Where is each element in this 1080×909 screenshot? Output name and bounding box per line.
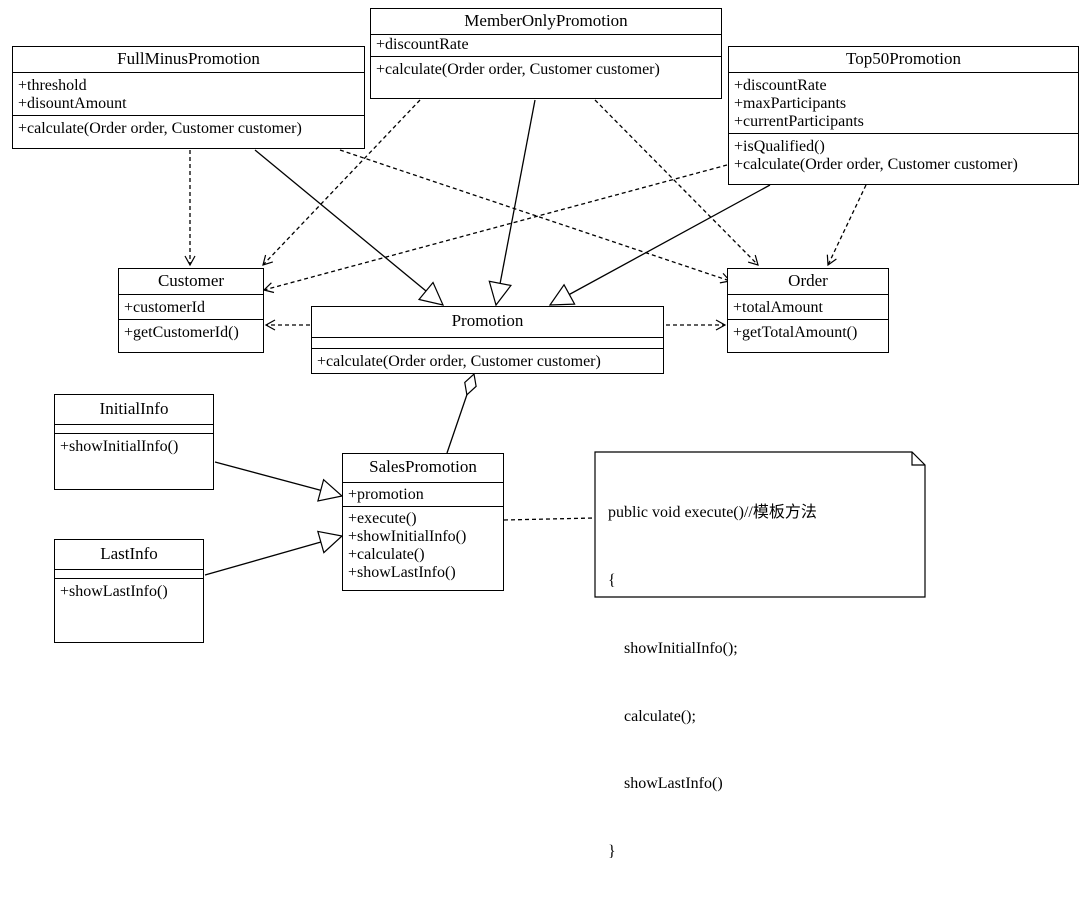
method: +isQualified() (734, 138, 825, 155)
class-methods: +calculate(Order order, Customer custome… (312, 349, 663, 373)
method: +showInitialInfo() (348, 528, 467, 545)
attribute: +promotion (348, 486, 424, 503)
class-name: Order (728, 269, 888, 295)
class-name: SalesPromotion (343, 454, 503, 483)
attribute: +discountRate (734, 77, 827, 94)
class-name: Top50Promotion (729, 47, 1078, 73)
class-lastinfo[interactable]: LastInfo +showLastInfo() (54, 539, 204, 643)
gen-memberonly-promotion (488, 99, 536, 307)
class-name: Customer (119, 269, 263, 295)
class-name: FullMinusPromotion (13, 47, 364, 73)
class-name: MemberOnlyPromotion (371, 9, 721, 35)
note-shape (594, 451, 926, 598)
class-methods: +execute() +showInitialInfo() +calculate… (343, 507, 503, 584)
note-line: showInitialInfo(); (608, 639, 738, 657)
agg-salespromotion-promotion (446, 374, 474, 454)
class-fullminuspromotion[interactable]: FullMinusPromotion +threshold +disountAm… (12, 46, 365, 149)
template-method-note[interactable]: public void execute()//模板方法 { showInitia… (594, 451, 926, 860)
class-methods: +getTotalAmount() (728, 320, 888, 344)
dep-top50-customer (262, 164, 728, 294)
class-attributes: +threshold +disountAmount (13, 73, 364, 116)
note-line: { (608, 571, 616, 589)
attribute: +threshold (18, 77, 87, 94)
relationship-lines (184, 99, 867, 576)
note-line: public void execute()//模板方法 (608, 504, 817, 522)
class-methods: +showInitialInfo() (55, 434, 213, 458)
note-line: calculate(); (608, 707, 696, 725)
dep-memberonly-customer (262, 99, 421, 266)
dep-memberonly-order (594, 99, 759, 266)
method: +showInitialInfo() (60, 438, 179, 455)
note-text: public void execute()//模板方法 { showInitia… (608, 457, 817, 909)
gen-fullminus-promotion (254, 149, 445, 306)
gen-top50-promotion (548, 184, 771, 306)
class-methods: +getCustomerId() (119, 320, 263, 344)
class-methods: +calculate(Order order, Customer custome… (371, 57, 721, 81)
class-name: Promotion (312, 307, 663, 338)
class-attributes: +promotion (343, 483, 503, 507)
dep-fullminus-order (339, 149, 732, 284)
class-order[interactable]: Order +totalAmount +getTotalAmount() (727, 268, 889, 353)
class-customer[interactable]: Customer +customerId +getCustomerId() (118, 268, 264, 353)
attribute: +currentParticipants (734, 113, 864, 130)
method: +showLastInfo() (348, 564, 456, 581)
attribute: +discountRate (376, 36, 469, 53)
class-attributes: +totalAmount (728, 295, 888, 320)
attribute: +customerId (124, 299, 205, 316)
method: +calculate(Order order, Customer custome… (18, 120, 302, 137)
class-salespromotion[interactable]: SalesPromotion +promotion +execute() +sh… (342, 453, 504, 591)
method: +calculate(Order order, Customer custome… (376, 61, 660, 78)
class-methods: +showLastInfo() (55, 579, 203, 603)
class-name: InitialInfo (55, 395, 213, 425)
method: +execute() (348, 510, 417, 527)
class-attributes (55, 570, 203, 579)
class-attributes (55, 425, 213, 434)
class-attributes (312, 338, 663, 349)
class-promotion[interactable]: Promotion +calculate(Order order, Custom… (311, 306, 664, 374)
method: +showLastInfo() (60, 583, 168, 600)
class-name: LastInfo (55, 540, 203, 570)
note-line: showLastInfo() (608, 775, 723, 793)
attribute: +disountAmount (18, 95, 127, 112)
class-attributes: +discountRate +maxParticipants +currentP… (729, 73, 1078, 134)
attribute: +maxParticipants (734, 95, 847, 112)
class-top50promotion[interactable]: Top50Promotion +discountRate +maxPartici… (728, 46, 1079, 185)
class-memberonlypromotion[interactable]: MemberOnlyPromotion +discountRate +calcu… (370, 8, 722, 99)
class-initialinfo[interactable]: InitialInfo +showInitialInfo() (54, 394, 214, 490)
method: +calculate(Order order, Customer custome… (317, 353, 601, 370)
class-attributes: +discountRate (371, 35, 721, 57)
method: +getCustomerId() (124, 324, 239, 341)
note-connector (503, 517, 595, 521)
method: +getTotalAmount() (733, 324, 858, 341)
method: +calculate(Order order, Customer custome… (734, 156, 1018, 173)
class-attributes: +customerId (119, 295, 263, 320)
class-methods: +isQualified() +calculate(Order order, C… (729, 134, 1078, 176)
attribute: +totalAmount (733, 299, 823, 316)
gen-initialinfo-salespromotion (214, 461, 344, 502)
note-line: } (608, 843, 616, 861)
dep-top50-order (826, 184, 867, 267)
gen-lastinfo-salespromotion (204, 530, 344, 576)
class-methods: +calculate(Order order, Customer custome… (13, 116, 364, 140)
method: +calculate() (348, 546, 425, 563)
